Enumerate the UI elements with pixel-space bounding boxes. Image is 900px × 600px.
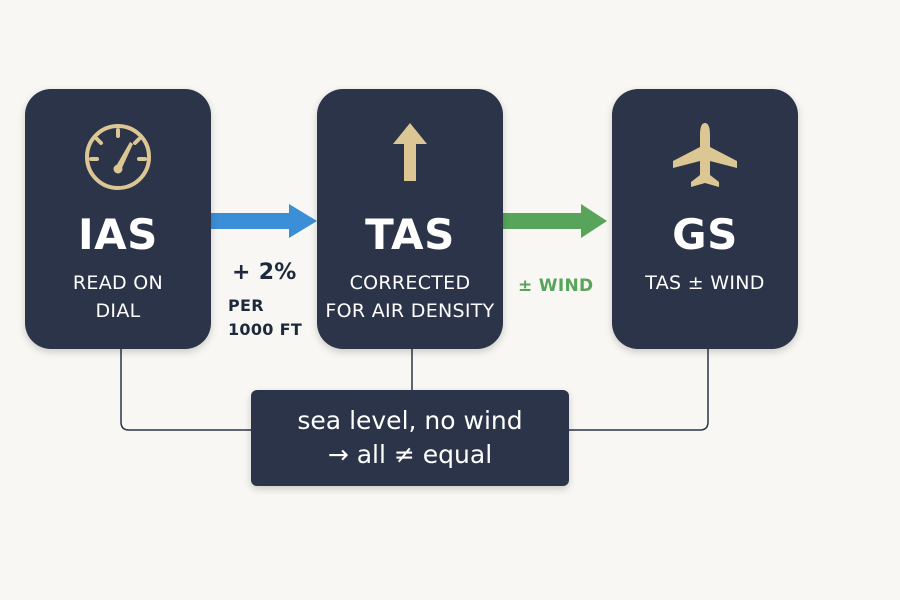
gs-to-note-connector [568,349,709,431]
ias-to-note-connector [120,349,252,431]
ias-card: IAS READ ON DIAL [25,89,211,349]
ias-title: IAS [78,210,158,259]
ias-description: READ ON DIAL [25,269,211,325]
ias-to-tas-label-altitude: PER 1000 FT [228,294,302,342]
tas-to-gs-label-wind: ± WIND [518,276,594,296]
airspeed-gauge-icon [25,117,211,193]
ias-to-tas-arrow-shaft [211,213,291,229]
ias-to-tas-label-percent: + 2% [232,260,297,285]
tas-card: TAS CORRECTED FOR AIR DENSITY [317,89,503,349]
tas-to-gs-arrow-head [581,204,607,238]
ias-to-tas-arrow-head [289,204,317,238]
tas-description-line1: CORRECTED [349,272,471,294]
note-line2: → all ≠ equal [327,440,493,469]
gs-description: TAS ± WIND [612,269,798,297]
gs-description-line1: TAS ± WIND [645,272,765,294]
note-line1: sea level, no wind [297,406,523,435]
ias-description-line1: READ ON [72,272,164,294]
tas-to-gs-arrow-shaft [503,213,583,229]
airplane-icon [612,117,798,193]
ias-description-line2: DIAL [95,300,141,322]
ias-to-tas-label-1000ft: 1000 FT [228,320,303,339]
tas-title: TAS [365,210,455,259]
tas-description: CORRECTED FOR AIR DENSITY [317,269,503,325]
gs-card: GS TAS ± WIND [612,89,798,349]
tas-description-line2: FOR AIR DENSITY [325,300,495,322]
ias-to-tas-label-per: PER [228,296,264,315]
up-arrow-icon [317,117,503,193]
gs-title: GS [672,210,738,259]
sea-level-note-box: sea level, no wind → all ≠ equal [251,390,569,486]
